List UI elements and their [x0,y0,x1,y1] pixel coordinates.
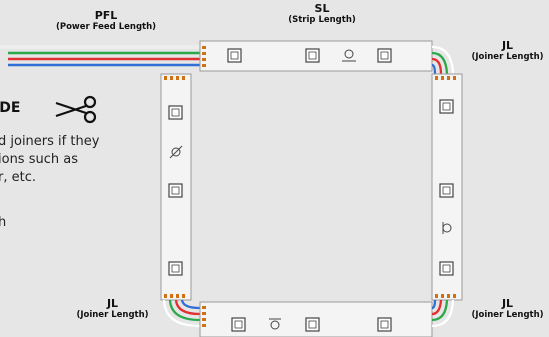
left-led-strip [160,73,192,301]
ul-listed-icon [342,49,356,62]
pfl-label: PFL (Power Feed Length) [46,9,166,33]
jl-bottom-right-label: JL (Joiner Length) [466,297,549,321]
bottom-right-joiner-wires [431,299,455,328]
jl-bottom-right-abbr: JL [501,297,514,310]
guide-title: IDE [0,100,21,116]
sl-label: SL (Strip Length) [262,2,382,26]
right-led-strip [431,73,463,301]
led-chip-icon [169,145,183,159]
scissors-icon [55,95,97,124]
sl-abbr: SL [314,2,330,15]
sl-full: (Strip Length) [288,15,356,25]
bottom-led-strip [199,301,433,337]
pfl-full: (Power Feed Length) [55,22,157,32]
jl-top-label: JL (Joiner Length) [466,39,549,63]
guide-line-3: r, etc. [0,170,36,185]
guide-extra: h [0,215,7,230]
jl-bottom-right-full: (Joiner Length) [471,310,544,320]
bottom-left-joiner-wires [162,299,201,328]
led-chip-icon [269,318,281,330]
guide-text: d joiners if they ions such as r, etc. [0,133,99,187]
power-feed-wires [0,45,200,67]
top-right-joiner-wires [431,45,455,75]
guide-line-1: d joiners if they [0,134,100,149]
jl-top-abbr: JL [501,39,514,52]
jl-top-full: (Joiner Length) [471,52,544,62]
pfl-abbr: PFL [94,9,118,22]
led-chip-icon [442,222,452,234]
jl-bottom-left-label: JL (Joiner Length) [65,297,160,321]
jl-bottom-left-full: (Joiner Length) [76,310,149,320]
guide-line-2: ions such as [0,152,78,167]
jl-bottom-left-abbr: JL [106,297,119,310]
top-led-strip [199,40,433,72]
